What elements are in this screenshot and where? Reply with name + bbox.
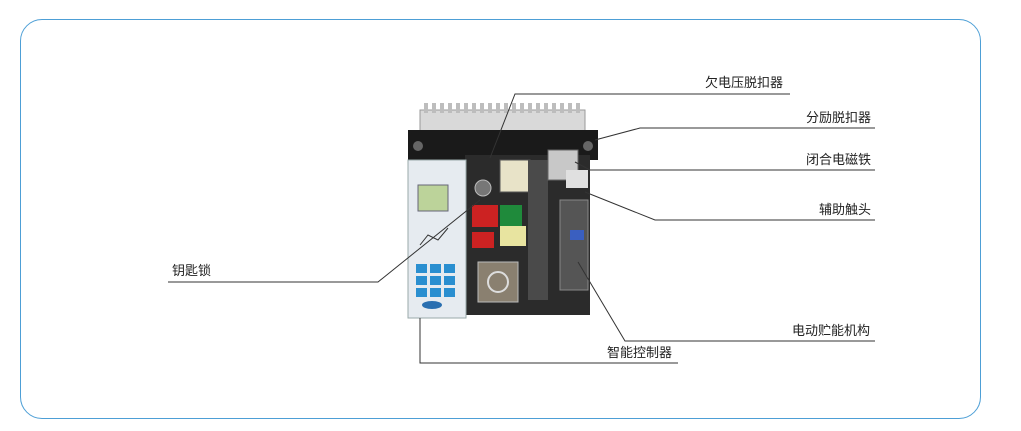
spring-mechanism (477, 261, 519, 303)
label-motor-energy-storage: 电动贮能机构 (792, 324, 871, 339)
undervoltage-release-coil (499, 159, 531, 193)
label-undervoltage-release: 欠电压脱扣器 (705, 76, 784, 91)
red-part (472, 205, 498, 227)
label-plate (500, 226, 526, 246)
label-closing-electromagnet: 闭合电磁铁 (806, 153, 872, 168)
leader-closing (574, 161, 875, 171)
blue-wire (570, 230, 584, 240)
key-lock-cylinder (474, 179, 492, 197)
leader-controller (419, 318, 678, 364)
leader-auxiliary (584, 191, 875, 221)
green-part (500, 205, 522, 227)
leader-undervoltage (489, 93, 790, 159)
leader-keylock (168, 199, 481, 283)
diagram-frame (20, 19, 981, 419)
bracket-hole (583, 141, 593, 151)
side-mechanism (559, 199, 589, 291)
bracket-hole (413, 141, 423, 151)
intelligent-controller-panel (407, 159, 467, 319)
red-part (472, 232, 494, 248)
leader-lines (168, 93, 875, 364)
leader-shunt (594, 127, 875, 141)
closing-electromagnet-part (547, 149, 579, 181)
terminal-block (419, 103, 586, 133)
label-intelligent-controller: 智能控制器 (607, 346, 673, 361)
label-auxiliary-contact: 辅助触头 (819, 203, 872, 218)
label-shunt-release: 分励脱扣器 (806, 111, 872, 126)
auxiliary-contact-block (566, 170, 588, 188)
label-key-lock: 钥匙锁 (172, 264, 212, 279)
leader-motor (577, 261, 875, 342)
mechanism-column (528, 160, 548, 300)
spring-gear (487, 271, 509, 293)
